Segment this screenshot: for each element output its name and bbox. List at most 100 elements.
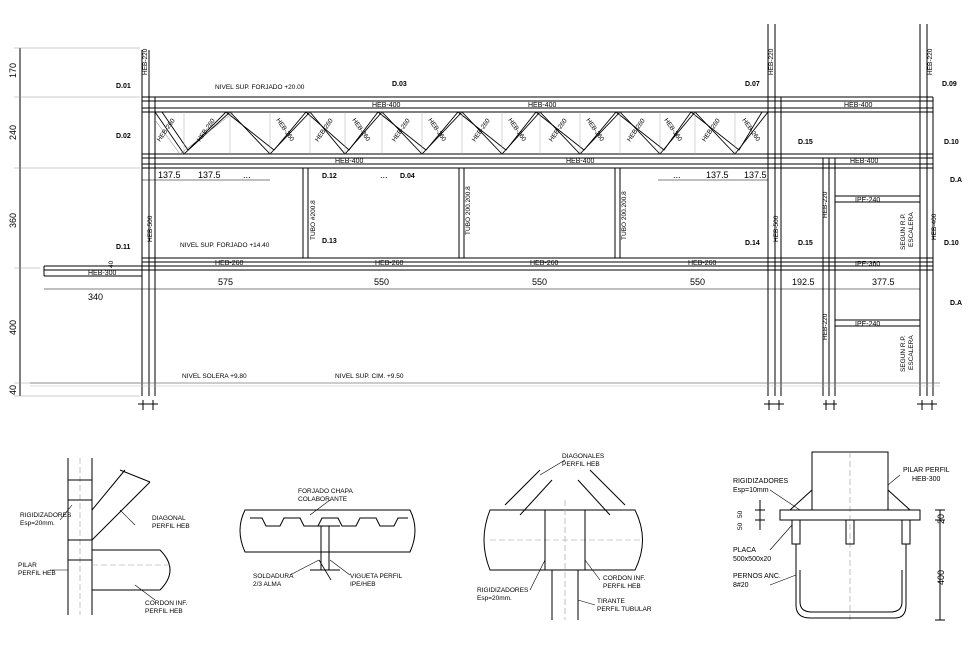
column-bases	[138, 400, 937, 410]
node-d15a: D.15	[798, 139, 813, 146]
tube-hangers	[302, 168, 621, 258]
node-d11: D.11	[116, 244, 131, 251]
label-ipe360: IPE-360	[855, 261, 880, 268]
dim-20: 20	[936, 514, 946, 524]
dimension-lines	[44, 179, 920, 290]
detail-composite-slab	[239, 509, 416, 581]
label-tubo-1: TUBO #200.8	[310, 200, 317, 240]
node-d10a: D.10	[944, 139, 959, 146]
note-rigid-2: RIGIDIZADORES	[477, 587, 529, 594]
note-pilar-2: PILAR PERFIL	[903, 467, 950, 474]
label-heb220-b: HEB-220	[768, 48, 775, 75]
label-heb500-a: HEB-500	[147, 215, 154, 242]
node-d14: D.14	[745, 240, 760, 247]
label-ipe240-a: IPE-240	[855, 197, 880, 204]
ground-line	[30, 382, 940, 387]
label-tubo-2: TUBO 200.200.8	[465, 186, 472, 235]
node-d01: D.01	[116, 83, 131, 90]
label-heb400-e: HEB-400	[566, 158, 595, 165]
dim-1375-d: 137.5	[744, 170, 767, 180]
cantilever-beam	[43, 265, 142, 277]
label-heb500-b: HEB-500	[773, 215, 780, 242]
truss-top-chord	[142, 96, 933, 113]
level-forjado-sup: NIVEL SUP. FORJADO +20.00	[215, 84, 305, 91]
label-heb220-c: HEB-220	[927, 48, 934, 75]
label-heb400-vert: HEB-400	[931, 213, 938, 240]
detail-column-joint	[67, 458, 171, 615]
note-tirante-1: TIRANTE	[597, 598, 625, 605]
label-heb260-a: HEB-260	[215, 260, 244, 267]
dim-1925: 192.5	[792, 277, 815, 287]
dim-50-a: 50	[737, 522, 744, 530]
label-heb260-d: HEB-260	[688, 260, 717, 267]
note-pilar-1: PILAR	[18, 562, 37, 569]
dim-40-small: 40	[108, 260, 115, 268]
node-d07: D.07	[745, 81, 760, 88]
dim-50-b: 50	[737, 510, 744, 518]
label-tubo-3: TUBO 200.200.8	[621, 191, 628, 240]
ipe-beams	[835, 195, 920, 327]
dim-340: 340	[88, 292, 103, 302]
column-right-main	[767, 24, 782, 396]
node-d04: D.04	[400, 173, 415, 180]
label-heb220-e: HEB-220	[822, 313, 829, 340]
label-segun-a: SEGUN R.P.	[900, 213, 907, 250]
node-d12: D.12	[322, 173, 337, 180]
label-ipe240-b: IPE-240	[855, 321, 880, 328]
label-heb400-c: HEB-400	[844, 102, 873, 109]
note-forjado-1: FORJADO CHAPA	[298, 488, 353, 495]
column-far-right	[919, 24, 934, 396]
note-diagonal-1: DIAGONAL	[152, 515, 186, 522]
note-tirante-1b: PERFIL TUBULAR	[597, 606, 652, 613]
label-heb220-a: HEB-220	[142, 48, 149, 75]
label-heb260-b: HEB-260	[375, 260, 404, 267]
note-cordon-1b: PERFIL HEB	[145, 608, 183, 615]
label-heb400-f: HEB-400	[850, 158, 879, 165]
level-forjado-mid: NIVEL SUP. FORJADO +14.40	[180, 242, 270, 249]
dim-550-b: 550	[532, 277, 547, 287]
node-d15b: D.15	[798, 240, 813, 247]
note-pernos-1: PERNOS ANC.	[733, 573, 781, 580]
note-rigid-3b: Esp=10mm	[733, 487, 769, 494]
dim-400: 400	[8, 320, 18, 335]
dim-dots-a: ...	[243, 170, 251, 180]
node-da1: D.A	[950, 177, 962, 184]
note-vigueta-1: VIGUETA PERFIL	[350, 573, 403, 580]
note-placa-1b: 500x500x20	[733, 556, 771, 563]
note-cordon-1: CORDON INF.	[145, 600, 187, 607]
label-heb400-b: HEB-400	[528, 102, 557, 109]
label-heb260-c: HEB-260	[530, 260, 559, 267]
label-segun-b: SEGUN R.P.	[900, 335, 907, 372]
level-solera: NIVEL SOLERA +9.80	[182, 373, 247, 380]
detail-base-plate	[755, 451, 945, 621]
note-rigid-3: RIGIDIZADORES	[733, 478, 789, 485]
dim-3775: 377.5	[872, 277, 895, 287]
label-escalera-a: ESCALERA	[908, 212, 915, 247]
dim-575: 575	[218, 277, 233, 287]
label-heb400-a: HEB-400	[372, 102, 401, 109]
truss-diagonals	[154, 111, 769, 155]
note-soldadura-1b: 2/3 ALMA	[253, 581, 282, 588]
truss-bottom-chord	[142, 153, 933, 169]
dim-400-b: 400	[936, 570, 946, 585]
note-diagonales-1: DIAGONALES	[562, 453, 605, 460]
node-d13: D.13	[322, 238, 337, 245]
label-diag-8: HEB-260	[471, 117, 492, 143]
label-diag-6: HEB-260	[391, 117, 412, 143]
note-rigid-1: RIGIDIZADORES	[20, 512, 72, 519]
dim-dots-b: ...	[380, 170, 388, 180]
note-rigid-2b: Esp=20mm.	[477, 595, 512, 602]
leader-lines	[50, 459, 901, 606]
note-cordon-2: CORDON INF.	[603, 575, 645, 582]
label-escalera-b: ESCALERA	[908, 335, 915, 370]
dim-240: 240	[8, 125, 18, 140]
note-pilar-1b: PERFIL HEB	[18, 570, 56, 577]
label-diag-9: HEB-260	[506, 117, 527, 143]
node-d10b: D.10	[944, 240, 959, 247]
label-heb400-d: HEB-400	[335, 158, 364, 165]
dim-1375-b: 137.5	[198, 170, 221, 180]
note-rigid-1b: Esp=20mm.	[20, 520, 55, 527]
label-diag-2: HEB-260	[196, 117, 217, 143]
note-placa-1: PLACA	[733, 547, 756, 554]
